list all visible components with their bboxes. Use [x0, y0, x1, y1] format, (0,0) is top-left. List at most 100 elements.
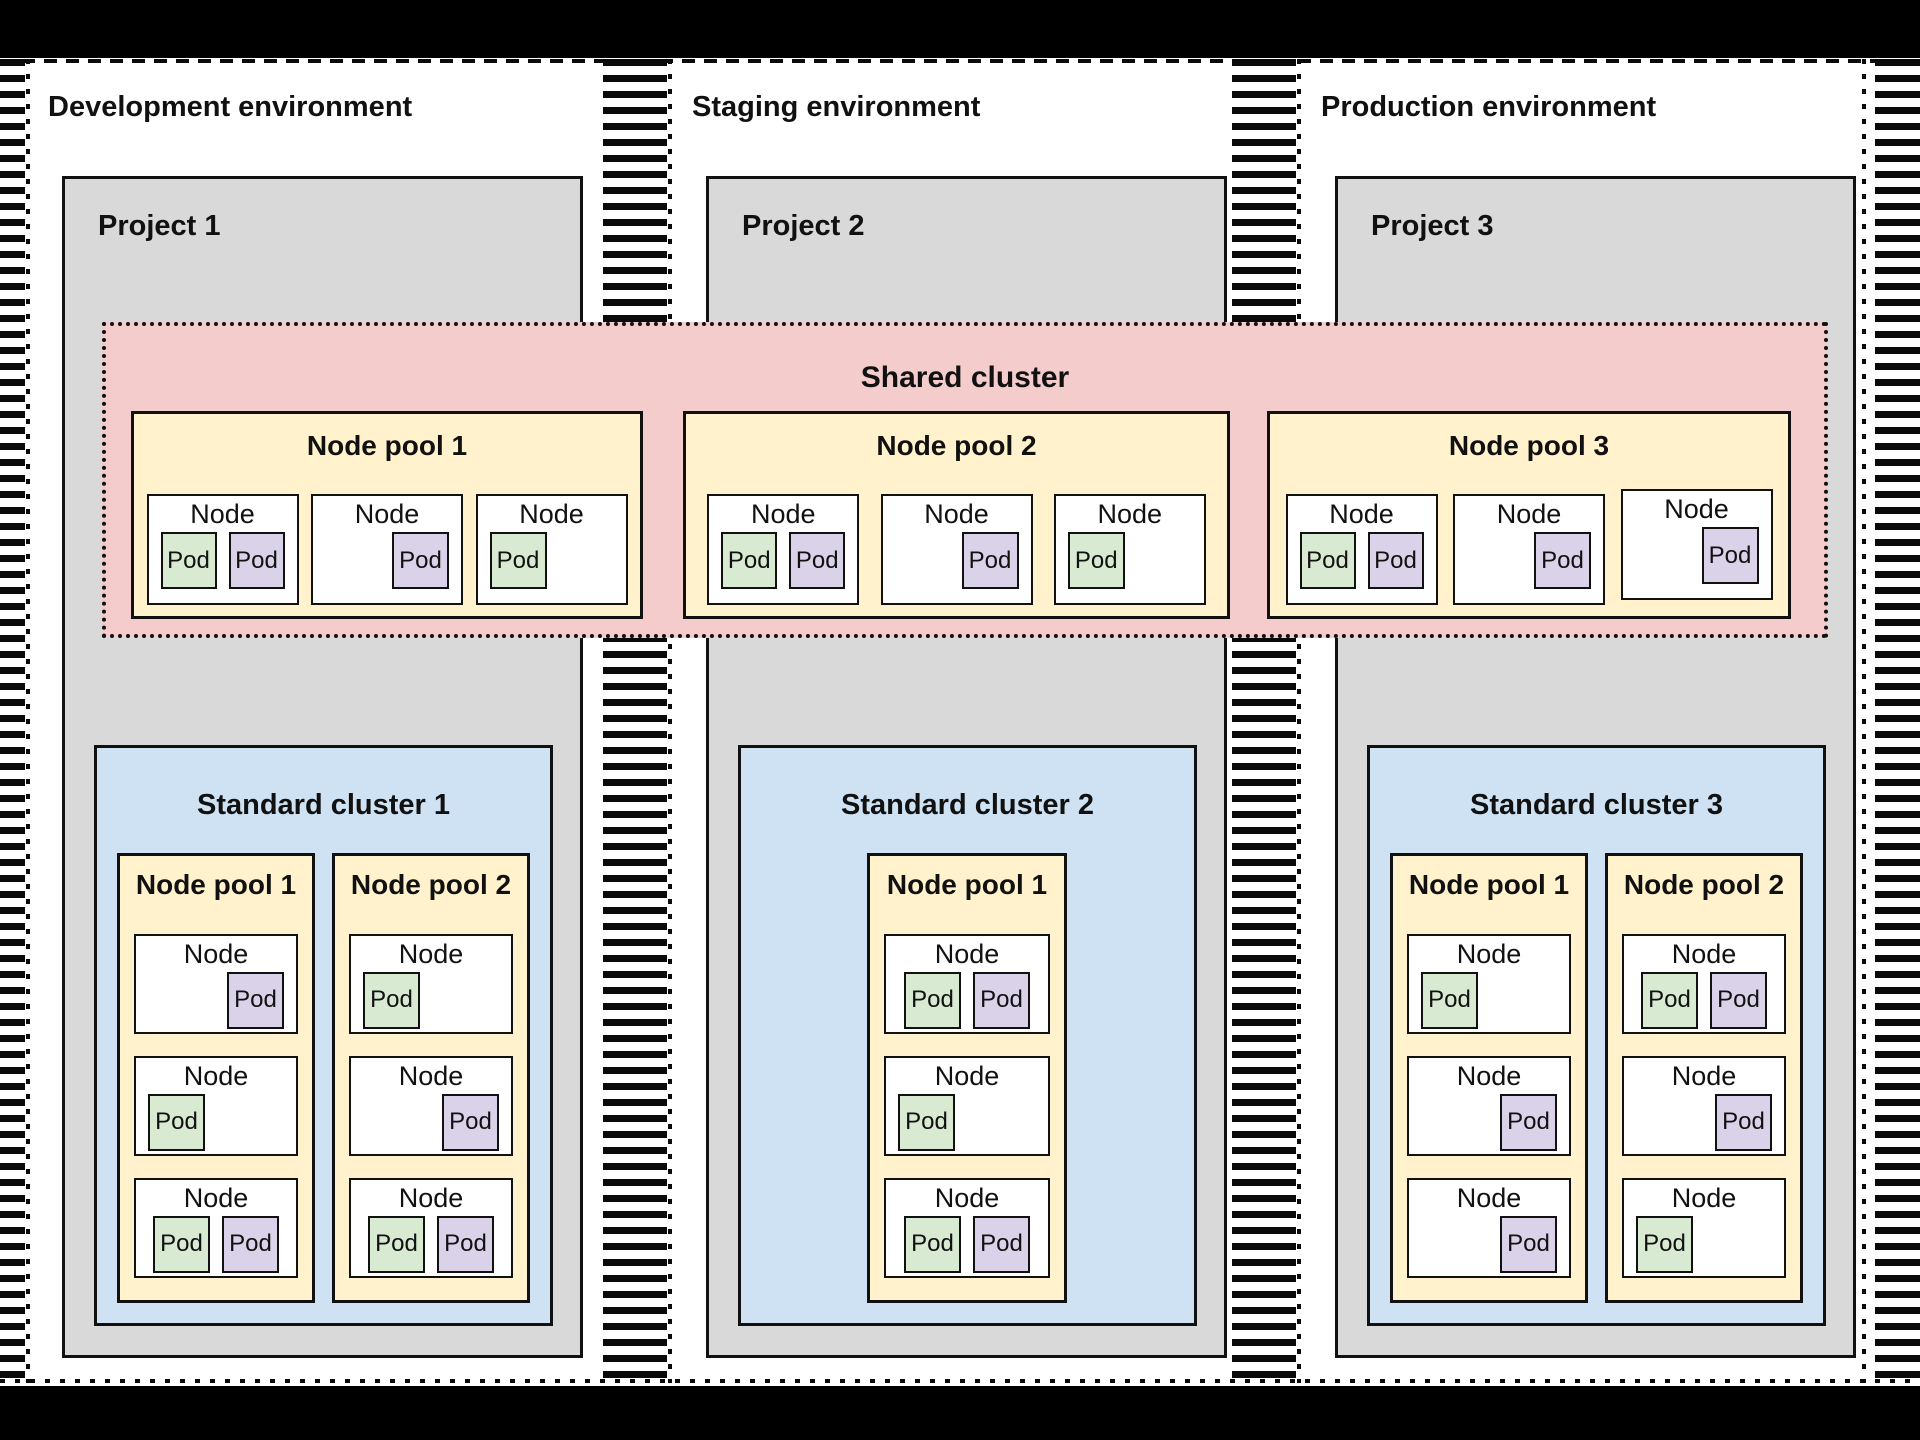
environment-divider-2 — [1297, 59, 1301, 1383]
pod: Pod — [1534, 532, 1591, 589]
pod: Pod — [961, 532, 1019, 589]
node-label: Node — [1456, 1182, 1522, 1213]
pod-row: Pod — [1623, 527, 1771, 584]
hatch-bar-left — [0, 59, 25, 1383]
node-box: Node Pod Pod — [884, 933, 1050, 1034]
pod-row: Pod — [883, 532, 1031, 589]
pod-row: Pod Pod — [886, 1215, 1048, 1273]
pod-row: Pod Pod — [149, 532, 297, 589]
node-box: Node Pod — [349, 933, 513, 1034]
pod: Pod — [973, 971, 1030, 1029]
node-label: Node — [1496, 499, 1562, 529]
node-box: Node Pod Pod — [1285, 494, 1438, 605]
node-label: Node — [183, 1060, 249, 1091]
node-label: Node — [934, 1182, 1000, 1213]
node-pool: Node pool 3 Node Pod Pod Node Pod Node — [1267, 411, 1791, 619]
pod: Pod — [442, 1093, 499, 1151]
standard-cluster-3-box: Standard cluster 3 Node pool 1 Node Pod … — [1367, 745, 1826, 1326]
pod-row: Pod — [1409, 1215, 1569, 1273]
node-box: Node Pod Pod — [146, 494, 299, 605]
pod: Pod — [1636, 1215, 1693, 1273]
pod: Pod — [1367, 532, 1424, 589]
environment-title-production: Production environment — [1321, 91, 1657, 123]
node-pool: Node pool 1 Node Pod Pod Node Pod Node — [131, 411, 643, 619]
shared-cluster-box: Shared cluster Node pool 1 Node Pod Pod … — [102, 322, 1828, 638]
node-label: Node — [183, 938, 249, 969]
pod-row: Pod — [1409, 1093, 1569, 1151]
node-box: Node Pod Pod — [707, 494, 860, 605]
pod: Pod — [227, 971, 284, 1029]
pod: Pod — [160, 532, 217, 589]
node-box: Node Pod Pod — [1622, 933, 1786, 1034]
node-label: Node — [1329, 499, 1394, 529]
cluster-title: Standard cluster 2 — [840, 789, 1095, 821]
pod-row: Pod Pod — [886, 971, 1048, 1029]
environment-title-development: Development environment — [48, 91, 413, 123]
pod-row: Pod Pod — [1288, 532, 1436, 589]
node-box: Node Pod — [1407, 1055, 1571, 1156]
node-box: Node Pod — [1453, 494, 1605, 605]
shared-cluster-title: Shared cluster — [860, 361, 1070, 394]
pod: Pod — [222, 1215, 279, 1273]
node-box: Node Pod — [1407, 933, 1571, 1034]
node-label: Node — [1456, 1060, 1522, 1091]
cluster-title: Standard cluster 3 — [1469, 789, 1724, 821]
standard-cluster-2-box: Standard cluster 2 Node pool 1 Node Pod … — [738, 745, 1197, 1326]
hatch-bar-staging-production — [1232, 59, 1296, 1383]
node-label: Node — [924, 499, 989, 529]
node-pool: Node pool 2 Node Pod Pod Node Pod Node — [683, 411, 1230, 619]
pod: Pod — [973, 1215, 1030, 1273]
pod: Pod — [368, 1215, 425, 1273]
node-pool: Node pool 1 Node Pod Pod Node Pod Node — [867, 853, 1067, 1303]
node-label: Node — [190, 499, 255, 529]
node-box: Node Pod — [475, 494, 628, 605]
node-label: Node — [398, 1182, 464, 1213]
node-box: Node Pod — [880, 494, 1033, 605]
project-title: Project 3 — [1371, 210, 1494, 242]
node-pool-title: Node pool 1 — [1408, 868, 1570, 900]
top-black-bar — [0, 0, 1920, 58]
pod: Pod — [1701, 527, 1759, 584]
pod-row: Pod Pod — [136, 1215, 296, 1273]
pod: Pod — [789, 532, 846, 589]
node-box: Node Pod Pod — [134, 1177, 298, 1278]
node-box: Node Pod — [1620, 489, 1773, 600]
hatch-bar-right — [1875, 59, 1920, 1383]
environment-title-staging: Staging environment — [692, 91, 981, 123]
bottom-black-bar — [0, 1386, 1920, 1440]
node-label: Node — [934, 1060, 1000, 1091]
pod: Pod — [1641, 971, 1698, 1029]
node-label: Node — [1671, 1182, 1737, 1213]
environment-border-top — [0, 59, 1920, 63]
pod-row: Pod — [886, 1093, 1048, 1151]
node-box: Node Pod — [1053, 494, 1206, 605]
node-box: Node Pod — [1622, 1055, 1786, 1156]
project-title: Project 2 — [742, 210, 865, 242]
pod-row: Pod — [1624, 1215, 1784, 1273]
node-label: Node — [1671, 938, 1737, 969]
node-row: Node Pod Pod Node Pod Node Pod — [134, 494, 640, 605]
project-title: Project 1 — [98, 210, 221, 242]
node-box: Node Pod Pod — [349, 1177, 513, 1278]
node-pool: Node pool 2 Node Pod Pod Node Pod Node — [1605, 853, 1803, 1303]
pod: Pod — [721, 532, 778, 589]
node-box: Node Pod — [134, 1055, 298, 1156]
node-label: Node — [1097, 499, 1163, 529]
pod: Pod — [1500, 1093, 1557, 1151]
pod-row: Pod — [351, 1093, 511, 1151]
pod: Pod — [904, 971, 961, 1029]
pod: Pod — [898, 1093, 955, 1151]
node-box: Node Pod — [1622, 1177, 1786, 1278]
standard-cluster-1-box: Standard cluster 1 Node pool 1 Node Pod … — [94, 745, 553, 1326]
node-pool-title: Node pool 2 — [876, 430, 1037, 461]
pod-row: Pod — [1624, 1093, 1784, 1151]
node-label: Node — [1664, 494, 1729, 524]
node-pool: Node pool 1 Node Pod Node Pod Node — [117, 853, 315, 1303]
pod: Pod — [1299, 532, 1356, 589]
environment-divider-1 — [668, 59, 672, 1383]
pod: Pod — [228, 532, 285, 589]
node-box: Node Pod Pod — [884, 1177, 1050, 1278]
pod: Pod — [489, 532, 547, 589]
node-pool: Node pool 2 Node Pod Node Pod Node — [332, 853, 530, 1303]
pod-row: Pod Pod — [709, 532, 857, 589]
